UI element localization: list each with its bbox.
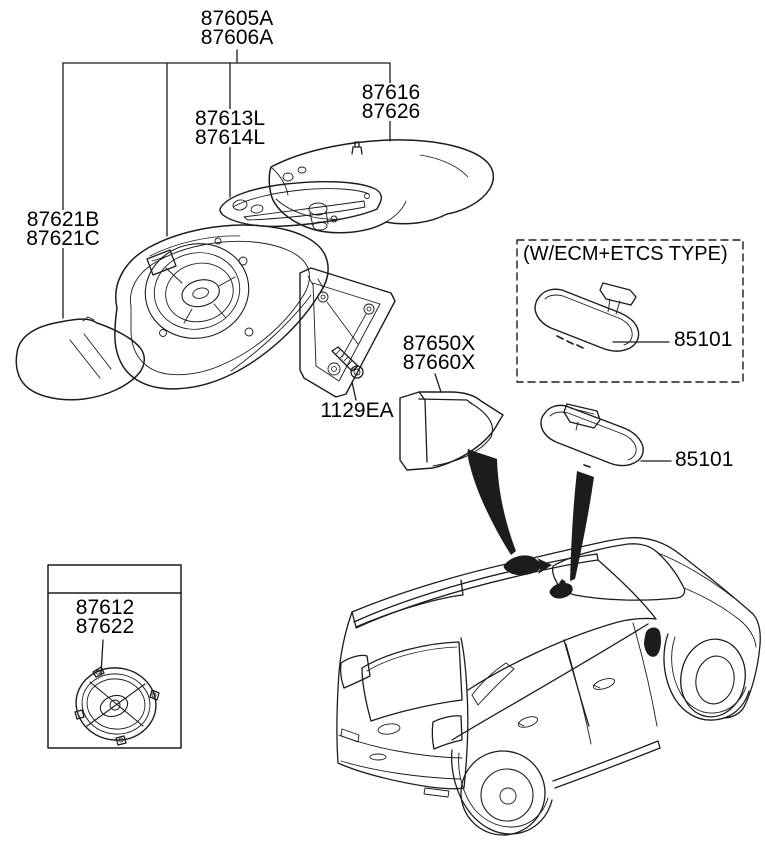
bolt-drawing xyxy=(331,346,364,379)
ecm-box-title: (W/ECM+ETCS TYPE) xyxy=(523,243,728,265)
callout-mirror-glass: 87621B 87621C xyxy=(24,208,102,250)
base-bracket-drawing xyxy=(299,267,396,398)
ecm-box-outline xyxy=(516,239,744,383)
callout-actuator: 87612 87622 xyxy=(73,596,137,638)
inside-mirror-drawing xyxy=(540,403,644,468)
actuator-box xyxy=(47,564,182,749)
callout-turn-signal-lamp: 87613L 87614L xyxy=(192,107,268,149)
callout-mirror-assembly: 87605A 87606A xyxy=(198,7,276,49)
car-drawing xyxy=(336,537,761,836)
quadrant-cover-drawing xyxy=(399,391,504,471)
actuator-drawing xyxy=(74,666,160,746)
location-arrows xyxy=(467,449,661,657)
callout-inside-mirror: 85101 xyxy=(673,448,736,471)
callout-lines xyxy=(62,49,672,676)
mirror-cap-drawing xyxy=(268,139,495,234)
mirror-glass-drawing xyxy=(15,316,145,401)
callout-bolt: 1129EA xyxy=(318,399,396,422)
turn-signal-lamp-drawing xyxy=(219,180,382,231)
mirror-housing-drawing xyxy=(114,224,329,390)
inside-mirror-ecm-drawing xyxy=(534,282,640,352)
callout-inside-mirror-ecm: 85101 xyxy=(672,328,735,351)
callout-quadrant-cover: 87650X 87660X xyxy=(400,332,478,374)
callout-mirror-cap: 87616 87626 xyxy=(359,81,423,123)
